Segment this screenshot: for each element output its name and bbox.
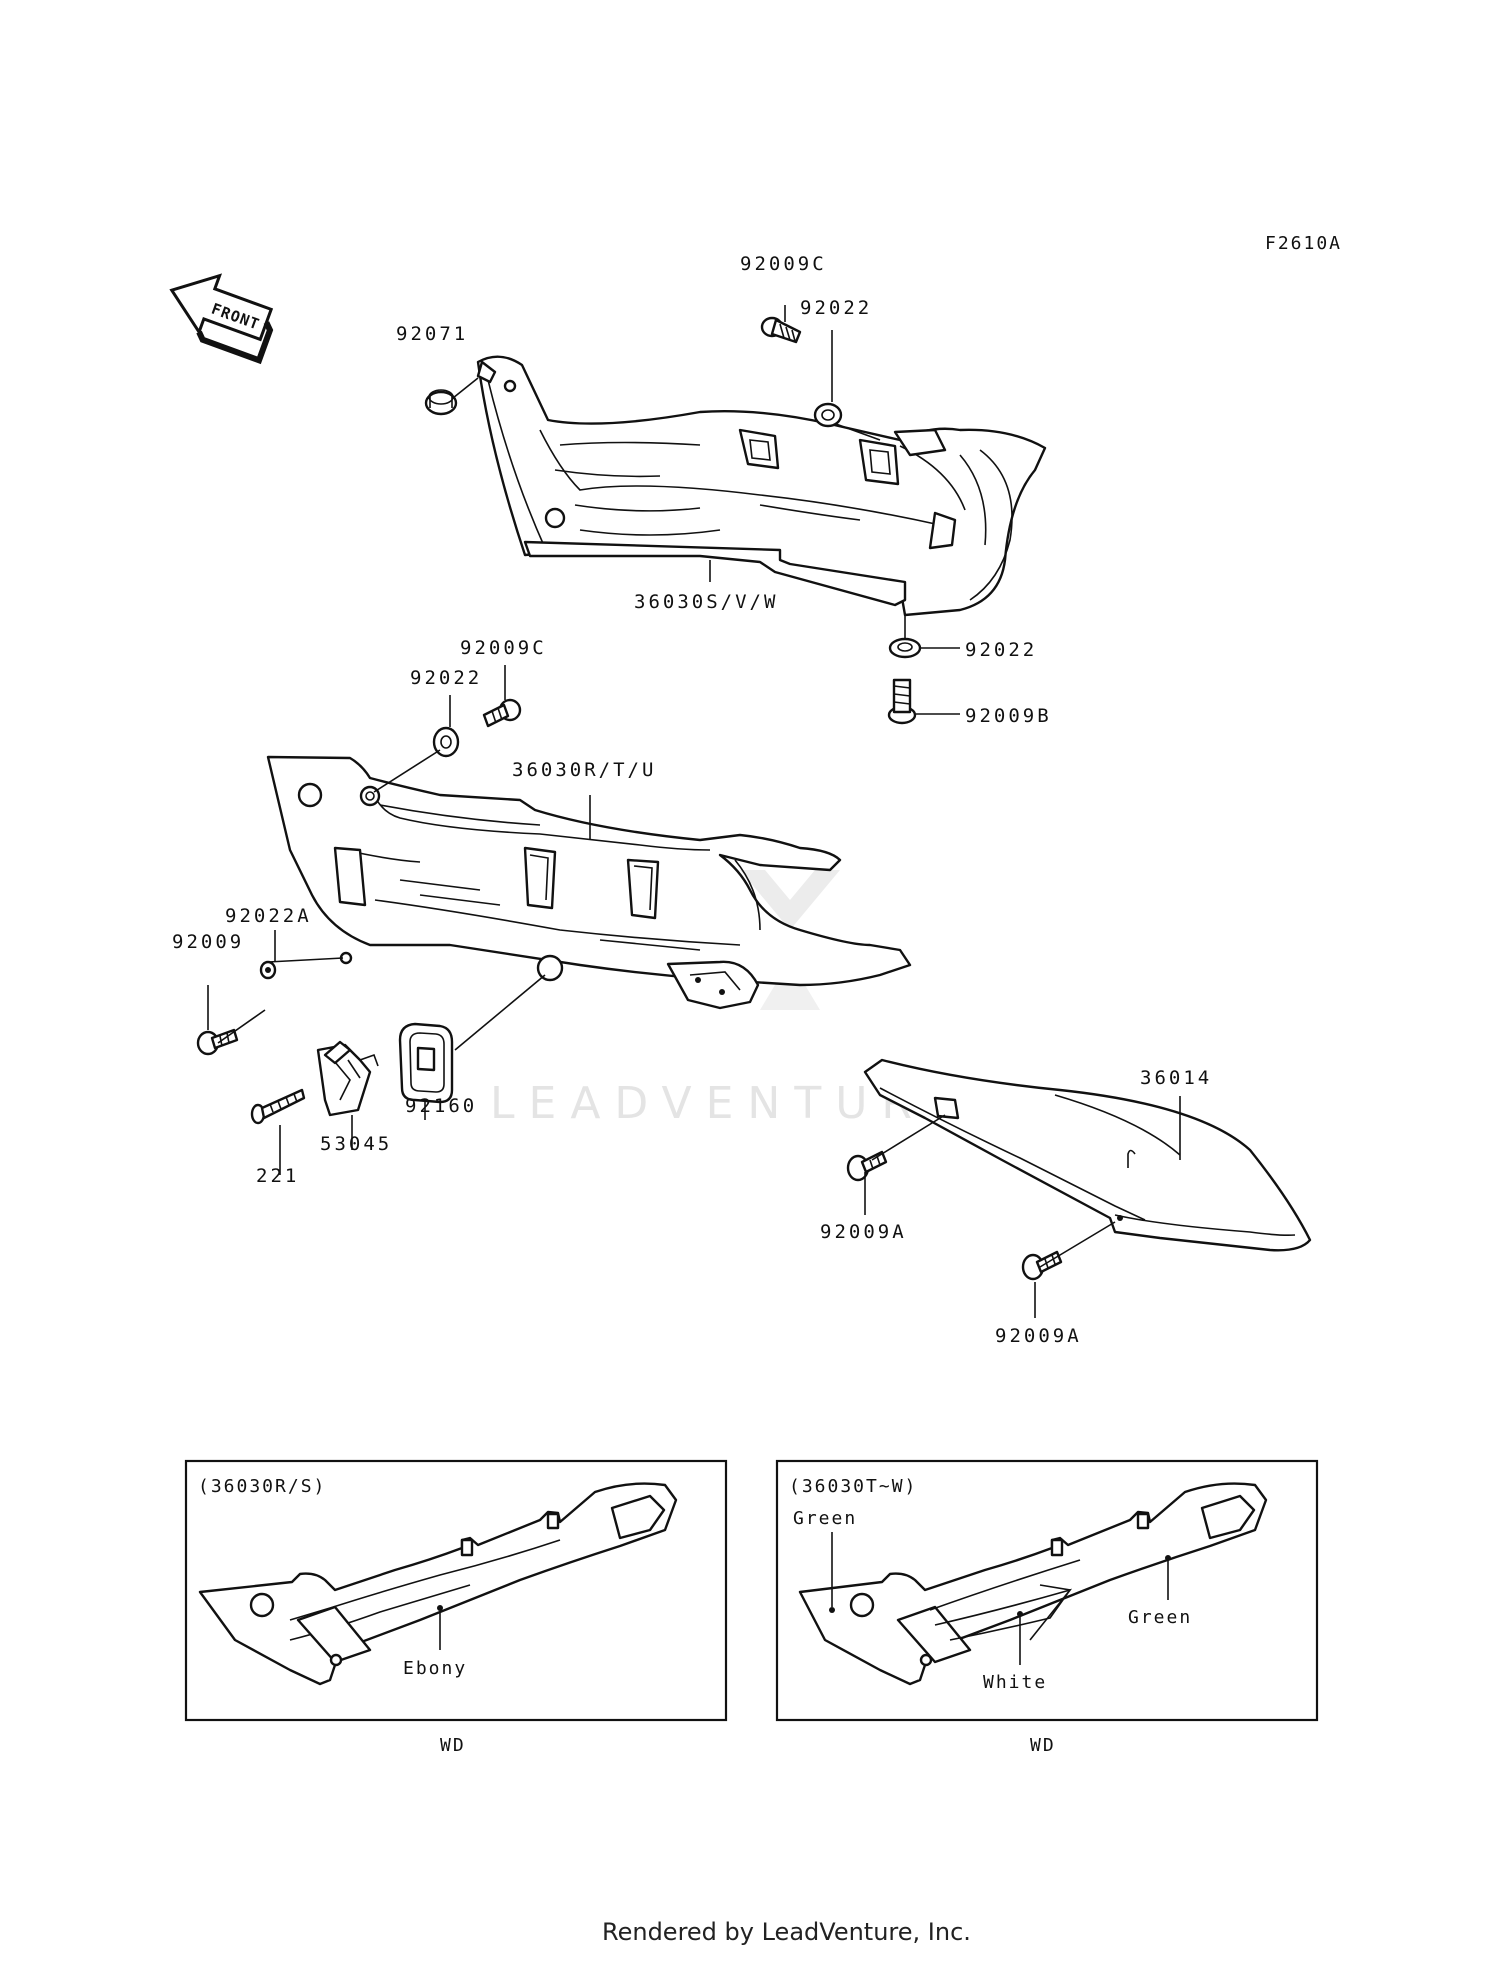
callout-92009a-1: 92009A [820,1221,907,1243]
callout-92009b: 92009B [965,705,1052,727]
bolt-icon [887,678,917,725]
footer-credit: Rendered by LeadVenture, Inc. [602,1918,971,1946]
leader-lines [207,305,1181,1318]
callout-36030rtu: 36030R/T/U [512,759,656,781]
front-arrow-icon: FRONT [169,273,274,365]
callout-92022-right: 92022 [965,639,1037,661]
inset-right: (36030T~W) Green Green White WD [775,1459,1319,1756]
callout-221: 221 [256,1165,299,1187]
callout-92022-top: 92022 [800,297,872,319]
grommet-icon [424,389,458,416]
inset-left-code: WD [440,1735,466,1756]
callout-92160: 92160 [405,1095,477,1117]
washer-icon [259,960,277,980]
figure-code: F2610A [1265,233,1342,254]
callout-53045: 53045 [320,1133,392,1155]
inset-right-color-label-2: Green [1128,1607,1192,1628]
upper-side-cover [476,355,1047,617]
chain-cover [863,1058,1312,1252]
callout-36030svw: 36030S/V/W [634,591,778,613]
washer-icon [888,637,922,659]
bolt-icon [482,698,522,728]
callout-36014: 36014 [1140,1067,1212,1089]
bolt-icon [846,1150,888,1182]
inset-right-code: WD [1030,1735,1056,1756]
callout-92022a: 92022A [225,905,312,927]
callout-92009a-2: 92009A [995,1325,1082,1347]
callout-92009c-mid: 92009C [460,637,547,659]
callout-92022-mid: 92022 [410,667,482,689]
inset-left-title: (36030R/S) [198,1476,326,1497]
bolt-icon [760,316,802,344]
washer-icon [813,402,843,428]
inset-right-color-label-1: Green [793,1508,857,1529]
inset-left: (36030R/S) Ebony WD [184,1459,728,1756]
bracket-icon [316,1040,379,1117]
screw-icon [250,1088,306,1125]
callout-labels: 92071 92009C 92022 36030S/V/W 92022 9200… [172,253,1212,1347]
rubber-grommet-icon [398,1022,454,1104]
callout-92071: 92071 [396,323,468,345]
inset-right-title: (36030T~W) [789,1476,917,1497]
callout-92009: 92009 [172,931,244,953]
lower-side-cover [266,755,912,1010]
callout-92009c-top: 92009C [740,253,827,275]
inset-left-color-label: Ebony [403,1658,467,1679]
inset-right-color-label-3: White [983,1672,1047,1693]
washer-icon [432,726,460,758]
